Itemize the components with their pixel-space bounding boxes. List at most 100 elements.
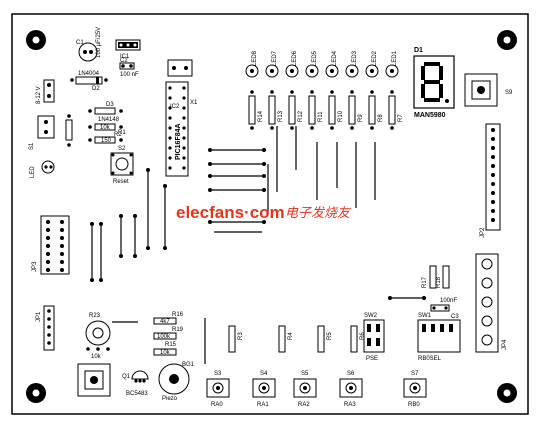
switch-s8 xyxy=(77,363,111,397)
svg-text:BC5483: BC5483 xyxy=(126,391,148,397)
dip-switch-sw2: SW2 PSE xyxy=(363,313,385,362)
svg-text:R1: R1 xyxy=(118,130,126,136)
bottom-resistors: R3 R4 R5 R6 xyxy=(228,325,366,353)
svg-text:R9: R9 xyxy=(358,114,364,122)
svg-text:S7: S7 xyxy=(411,371,419,377)
capacitor-c1: C1 100 µF/25V xyxy=(76,27,102,62)
resistor-led xyxy=(65,114,73,147)
resistor xyxy=(348,90,356,130)
led xyxy=(305,64,319,78)
svg-text:R3: R3 xyxy=(238,332,244,340)
resistor xyxy=(368,90,376,130)
svg-text:D2: D2 xyxy=(92,86,100,92)
resistor xyxy=(268,90,276,130)
resistor xyxy=(228,325,236,353)
seven-segment-display-d1: D1 MAN5980 xyxy=(413,47,455,119)
svg-text:R2: R2 xyxy=(114,132,122,138)
header-jp1: JP1 xyxy=(36,305,55,351)
svg-text:JP2: JP2 xyxy=(480,227,486,238)
svg-text:R12: R12 xyxy=(298,110,304,122)
pushbutton xyxy=(339,378,363,398)
wire-pads-mid xyxy=(208,148,266,224)
svg-text:IC2: IC2 xyxy=(170,104,180,110)
led-row: LED8 LED7 LED6 LED5 LED4 LED3 LED2 LED1 xyxy=(245,50,399,78)
led xyxy=(285,64,299,78)
mounting-hole xyxy=(497,30,517,50)
wire-links-mid xyxy=(212,149,262,233)
microcontroller-ic2: PIC16F84A IC2 X1 xyxy=(165,81,198,177)
capacitor-c2: C2 100 nF xyxy=(119,58,139,78)
svg-text:R16: R16 xyxy=(172,312,184,318)
svg-text:S5: S5 xyxy=(301,371,309,377)
svg-text:PSE: PSE xyxy=(366,356,378,362)
svg-text:R18: R18 xyxy=(436,276,442,288)
svg-text:R8: R8 xyxy=(378,114,384,122)
wire-pads-left xyxy=(90,168,167,282)
header-jp2: JP2 xyxy=(480,123,501,238)
svg-text:RA2: RA2 xyxy=(298,402,310,408)
resistor xyxy=(248,90,256,130)
svg-text:1N4148: 1N4148 xyxy=(98,117,120,123)
svg-text:100 nF: 100 nF xyxy=(120,72,139,78)
svg-text:JP4: JP4 xyxy=(502,339,508,350)
svg-text:LED: LED xyxy=(30,166,36,178)
svg-text:R7: R7 xyxy=(398,114,404,122)
dip-switch-sw1: SW1 RB0SEL xyxy=(417,313,461,362)
pushbutton-row: S3 S4 S5 S6 S7 RA0 RA1 RA2 RA3 RB0 xyxy=(206,371,427,408)
svg-text:RA0: RA0 xyxy=(211,402,223,408)
mounting-hole xyxy=(26,383,46,403)
svg-text:R4: R4 xyxy=(288,332,294,340)
svg-text:LED1: LED1 xyxy=(392,50,398,66)
switch-s9: S9 xyxy=(464,73,513,107)
svg-text:X1: X1 xyxy=(190,100,198,106)
svg-text:LED3: LED3 xyxy=(352,50,358,66)
svg-text:S3: S3 xyxy=(214,371,222,377)
pushbutton xyxy=(403,378,427,398)
resistor xyxy=(328,90,336,130)
pushbutton xyxy=(252,378,276,398)
svg-text:R13: R13 xyxy=(278,110,284,122)
svg-text:LED4: LED4 xyxy=(332,50,338,66)
svg-text:RB0: RB0 xyxy=(408,402,420,408)
reset-switch-s2: S2 Reset xyxy=(110,146,134,185)
svg-text:S6: S6 xyxy=(347,371,355,377)
svg-text:R14: R14 xyxy=(258,110,264,122)
svg-text:C1: C1 xyxy=(76,40,84,46)
led xyxy=(245,64,259,78)
svg-text:PIC16F84A: PIC16F84A xyxy=(175,123,182,160)
resistor-r15: 10k R15 xyxy=(153,342,177,356)
svg-text:10k: 10k xyxy=(91,354,102,360)
mounting-hole xyxy=(26,30,46,50)
terminal-block-jp4: JP4 xyxy=(475,253,508,353)
mounting-hole xyxy=(497,383,517,403)
resistor-r19: 100k R19 xyxy=(153,327,184,340)
svg-text:MAN5980: MAN5980 xyxy=(414,112,446,119)
diode-d2: 1N4004 D2 xyxy=(70,71,108,92)
svg-text:Reset: Reset xyxy=(113,179,129,185)
svg-text:JP1: JP1 xyxy=(36,311,42,322)
svg-text:R15: R15 xyxy=(165,342,177,348)
resistor-r16: 4k7 R16 xyxy=(153,312,184,325)
svg-text:Q1: Q1 xyxy=(122,374,131,380)
svg-text:SW2: SW2 xyxy=(364,313,378,319)
led-power: LED xyxy=(30,160,55,178)
resistor xyxy=(317,325,325,353)
resistor xyxy=(308,90,316,130)
header-jp3: JP3 xyxy=(32,215,70,275)
svg-text:RB0SEL: RB0SEL xyxy=(418,356,442,362)
resistor xyxy=(288,90,296,130)
svg-text:C2: C2 xyxy=(120,58,128,64)
svg-text:LED7: LED7 xyxy=(272,50,278,66)
resistor xyxy=(278,325,286,353)
svg-text:100k: 100k xyxy=(157,334,171,340)
svg-text:Piezo: Piezo xyxy=(162,396,178,402)
wire-links-led xyxy=(267,126,376,214)
svg-text:RA1: RA1 xyxy=(257,402,269,408)
led xyxy=(325,64,339,78)
potentiometer-r23: R23 10k xyxy=(85,313,111,360)
svg-text:100nF: 100nF xyxy=(440,298,457,304)
led xyxy=(345,64,359,78)
svg-text:R5: R5 xyxy=(327,332,333,340)
